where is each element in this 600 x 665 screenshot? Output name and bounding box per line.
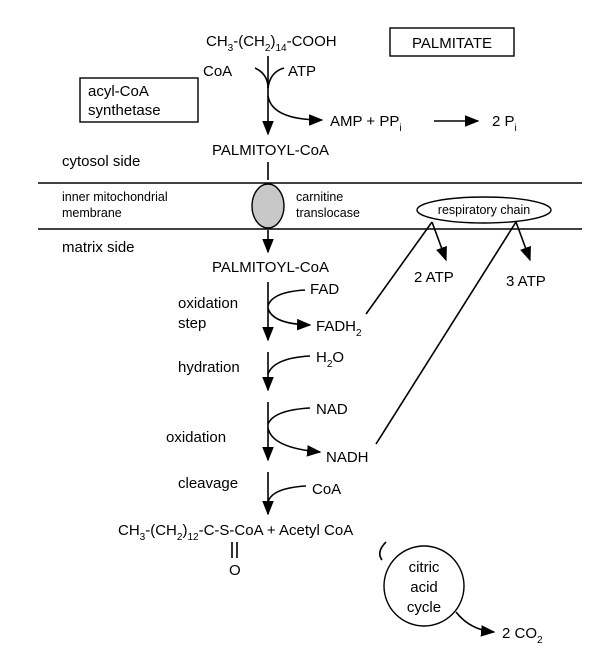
- oxidation-step-label-line2: step: [178, 315, 206, 332]
- cycle-label-line2: acid: [410, 579, 438, 596]
- fadh2-to-chain-line: [365, 221, 433, 315]
- nadh-label: NADH: [326, 449, 369, 466]
- palmitate-box: [389, 27, 515, 57]
- coa-cleavage-label: CoA: [312, 481, 341, 498]
- synthetase-label-line1: acyl-CoA: [88, 83, 149, 100]
- nadh-to-chain-line: [375, 221, 517, 445]
- water-label: H2O: [316, 349, 344, 370]
- palmitoyl-coa-matrix: PALMITOYL-CoA: [212, 259, 329, 276]
- cycle-label-line3: cycle: [407, 599, 441, 616]
- palmitate-label: PALMITATE: [412, 35, 492, 52]
- atp-input-label: ATP: [288, 63, 316, 80]
- coa-input-label: CoA: [203, 63, 232, 80]
- acyl-coa-synthetase-box: [79, 77, 199, 123]
- oxidation-step-label-line1: oxidation: [178, 295, 238, 312]
- coa-entry-curve: [254, 67, 269, 89]
- palmitoyl-coa-cytosol: PALMITOYL-CoA: [212, 142, 329, 159]
- atp-entry-curve: [267, 67, 285, 89]
- coa-cleavage-curve: [267, 485, 307, 503]
- cytosol-side-label: cytosol side: [62, 153, 140, 170]
- nad-entry-curve: [267, 407, 311, 425]
- amp-exit-arrow: [267, 95, 324, 126]
- nad-label: NAD: [316, 401, 348, 418]
- co2-label: 2 CO2: [502, 625, 543, 646]
- nadh-exit-arrow: [267, 427, 322, 457]
- synthetase-label-line2: synthetase: [88, 102, 161, 119]
- water-entry-curve: [267, 355, 311, 375]
- co2-exit-arrow: [455, 611, 496, 637]
- translocase-label-line2: translocase: [296, 206, 360, 220]
- hydration-label: hydration: [178, 359, 240, 376]
- cleavage-label: cleavage: [178, 475, 238, 492]
- phosphate-label: 2 Pi: [492, 113, 517, 134]
- oxidation-label: oxidation: [166, 429, 226, 446]
- product-formula: CH3-(CH2)12-C-S-CoA + Acetyl CoA: [118, 522, 353, 543]
- fad-entry-curve: [267, 289, 306, 307]
- nadh-atp-arrow: [515, 221, 531, 262]
- acetyl-to-cycle-curve: [378, 541, 387, 561]
- matrix-side-label: matrix side: [62, 239, 135, 256]
- membrane-label-line2: membrane: [62, 206, 122, 220]
- carbonyl-oxygen: O: [229, 562, 241, 579]
- carnitine-translocase-channel: [251, 183, 285, 229]
- respiratory-chain-ellipse: [416, 196, 552, 224]
- amp-ppi-label: AMP + PPi: [330, 113, 402, 134]
- atp-from-nadh: 3 ATP: [506, 273, 546, 290]
- fadh2-label: FADH2: [316, 318, 362, 339]
- fadh2-exit-arrow: [267, 307, 312, 331]
- fadh2-atp-arrow: [431, 221, 447, 262]
- fad-label: FAD: [310, 281, 339, 298]
- atp-from-fadh2: 2 ATP: [414, 269, 454, 286]
- palmitate-formula: CH3-(CH2)14-COOH: [206, 33, 337, 54]
- citric-acid-cycle-circle: [383, 545, 465, 627]
- translocase-label-line1: carnitine: [296, 190, 343, 204]
- respiratory-chain-label: respiratory chain: [438, 203, 530, 217]
- cycle-label-line1: citric: [409, 559, 440, 576]
- membrane-label-line1: inner mitochondrial: [62, 190, 168, 204]
